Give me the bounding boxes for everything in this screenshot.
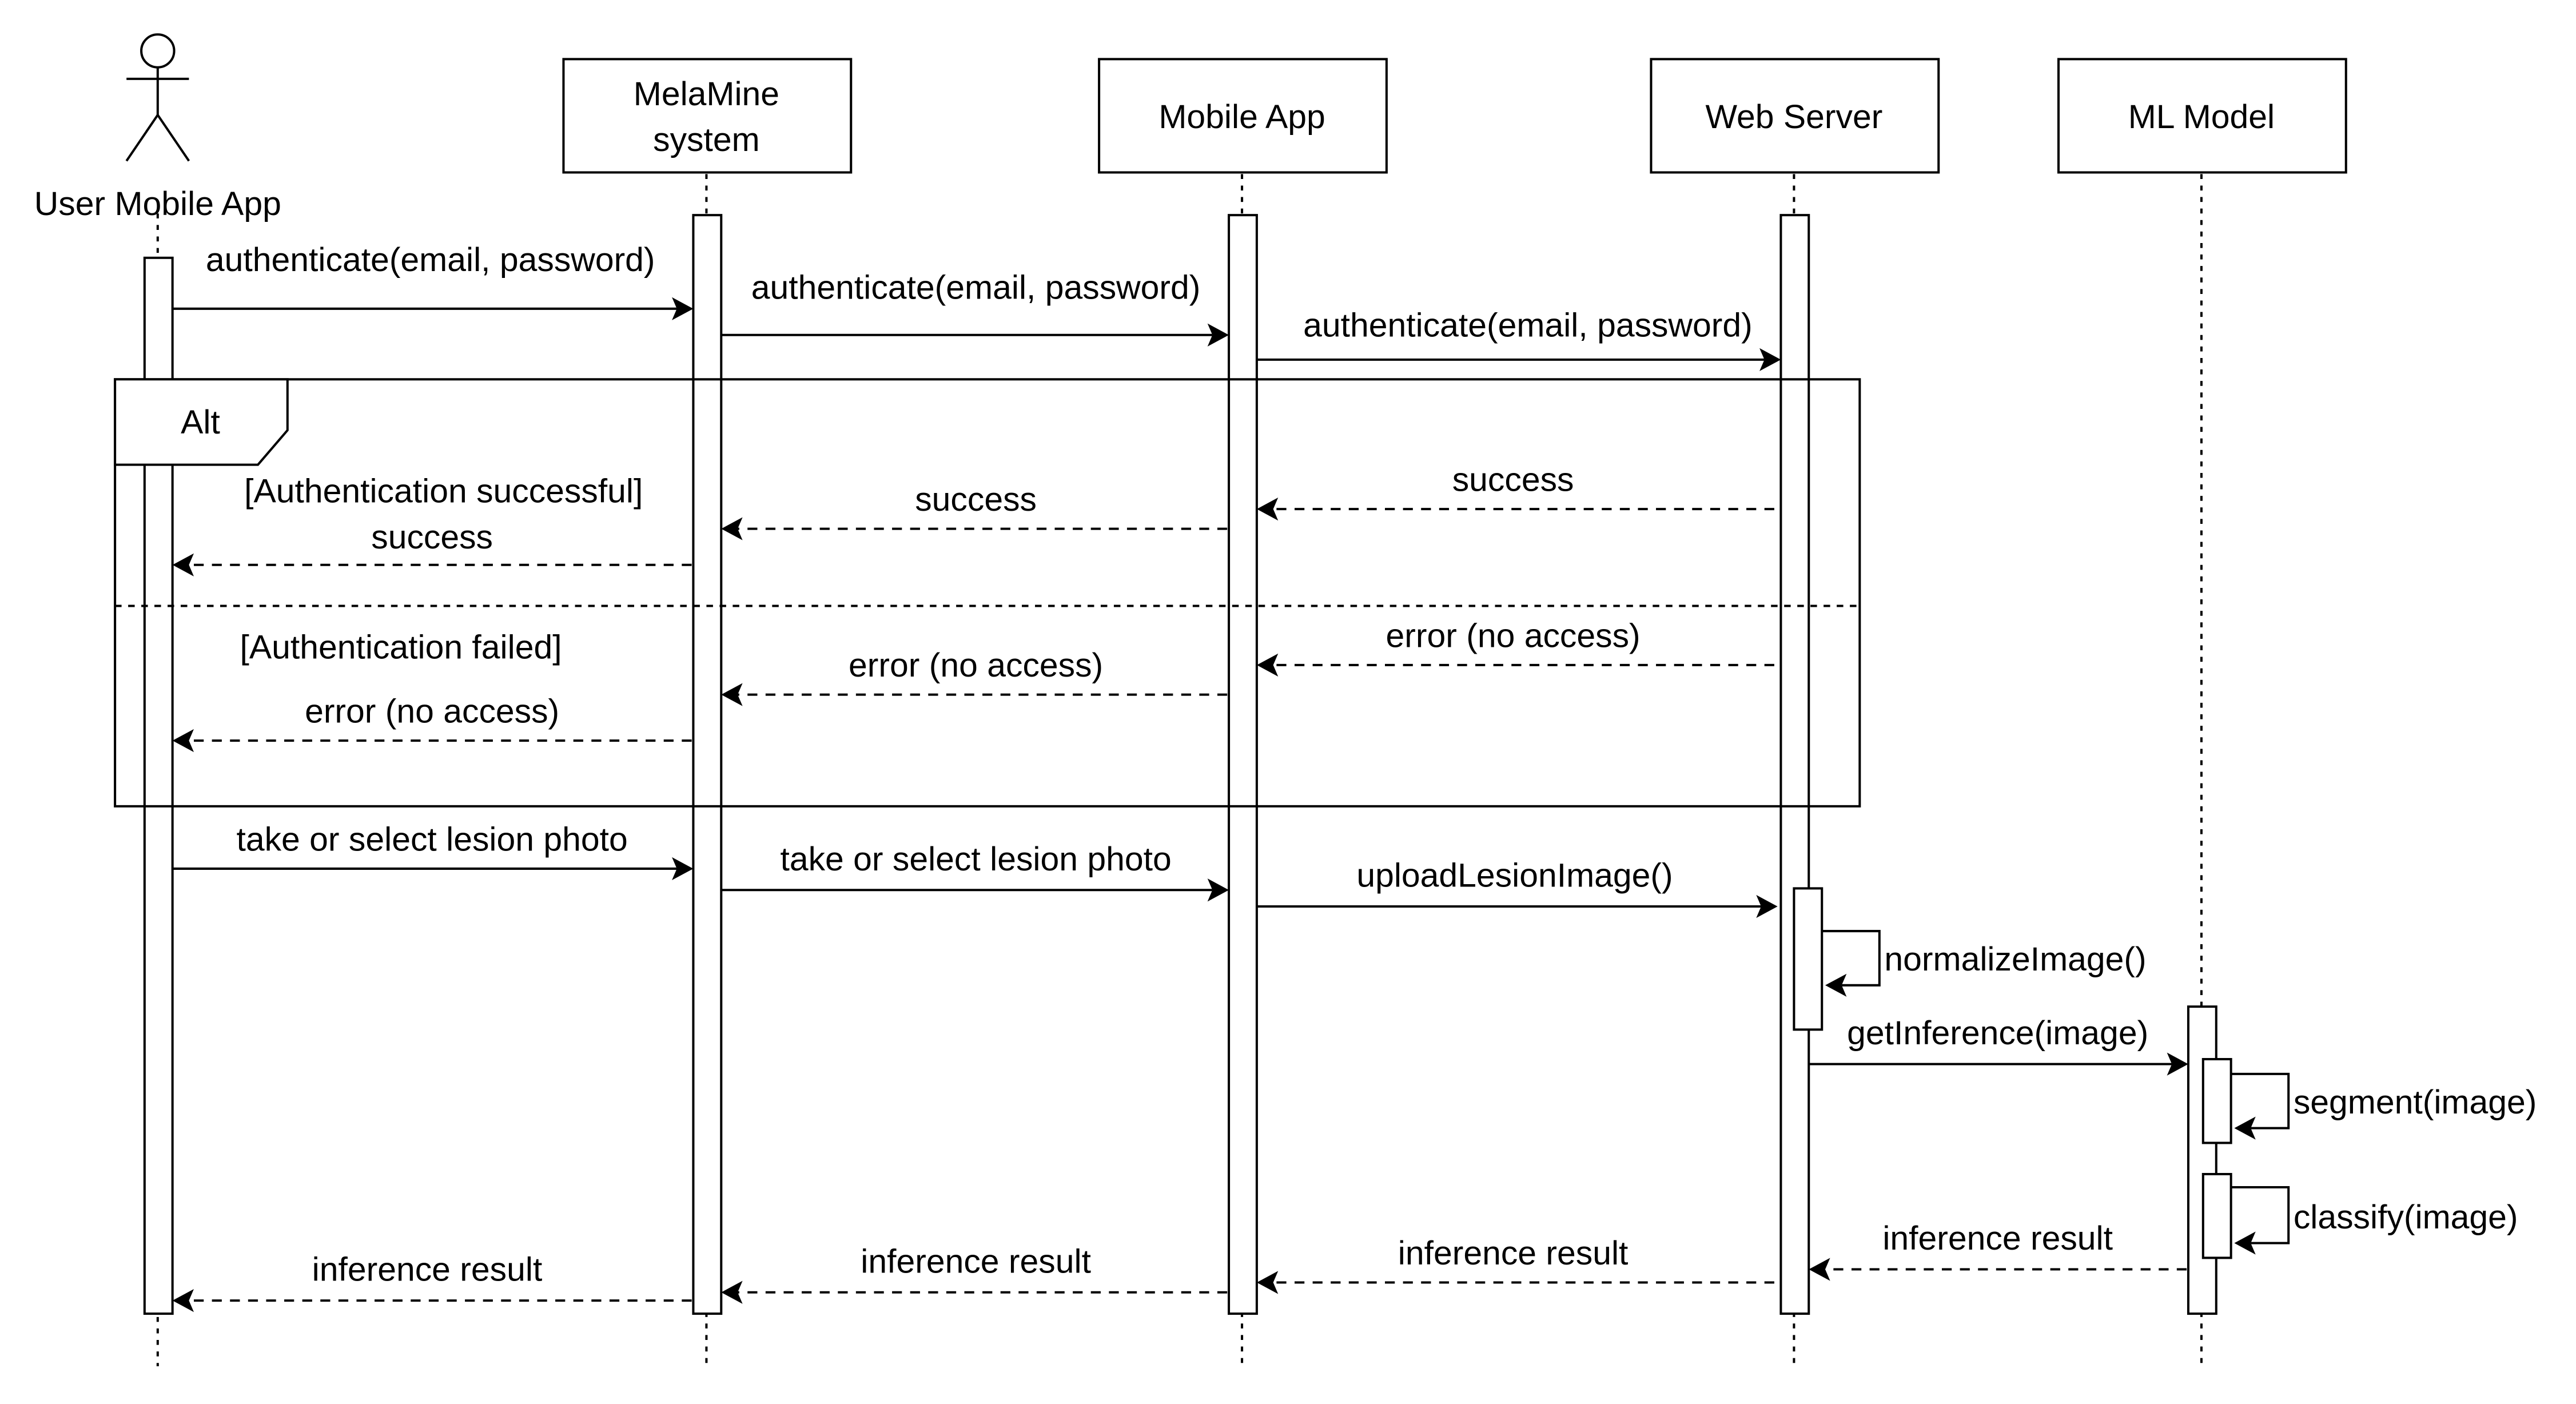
participant-mobile-label: Mobile App bbox=[1158, 98, 1325, 136]
activation-system bbox=[692, 214, 723, 1315]
alt-guard-failed: [Authentication failed] bbox=[240, 629, 562, 666]
ret-error-server-mobile-label: error (no access) bbox=[1386, 617, 1641, 654]
participant-mobile-box bbox=[1098, 58, 1388, 174]
ret-success-server-mobile-arrowhead bbox=[1256, 498, 1279, 521]
msg-photo-user-system-label: take or select lesion photo bbox=[237, 821, 628, 858]
alt-fragment-operator-tab bbox=[114, 378, 289, 466]
ret-success-mobile-system-arrowhead bbox=[721, 517, 743, 540]
ret-error-system-user-arrowhead bbox=[172, 729, 194, 753]
msg-photo-system-mobile-arrowhead bbox=[1207, 878, 1229, 902]
self-normalize-line bbox=[1822, 930, 1881, 987]
ret-inference-ml-server-label: inference result bbox=[1882, 1220, 2113, 1257]
activation-ml-segment bbox=[2201, 1058, 2232, 1144]
self-classify-label: classify(image) bbox=[2294, 1199, 2518, 1236]
self-segment-label: segment(image) bbox=[2294, 1084, 2537, 1121]
activation-ml bbox=[2187, 1005, 2217, 1315]
self-segment-line bbox=[2231, 1072, 2290, 1129]
ret-success-system-user-label: success bbox=[371, 519, 493, 556]
msg-getinference-server-ml-label: getInference(image) bbox=[1847, 1015, 2148, 1052]
alt-fragment-frame bbox=[114, 378, 1861, 808]
ret-inference-mobile-system-arrowhead bbox=[721, 1280, 743, 1304]
participant-system-label-line2: system bbox=[653, 121, 760, 158]
actor-label: User Mobile App bbox=[34, 185, 281, 222]
participant-server-box bbox=[1650, 58, 1940, 174]
participant-system-label-line1: MelaMine bbox=[634, 75, 779, 113]
msg-authenticate-system-mobile-label: authenticate(email, password) bbox=[751, 269, 1201, 307]
msg-getinference-server-ml-arrowhead bbox=[2167, 1052, 2188, 1076]
self-classify-line bbox=[2231, 1186, 2290, 1244]
ret-success-system-user-arrowhead bbox=[172, 553, 194, 576]
participant-ml-box bbox=[2057, 58, 2347, 174]
msg-authenticate-user-system-arrowhead bbox=[672, 297, 694, 320]
participant-ml-label: ML Model bbox=[2128, 98, 2275, 136]
msg-upload-mobile-server-arrowhead bbox=[1756, 894, 1778, 918]
alt-guard-success: [Authentication successful] bbox=[244, 473, 643, 510]
msg-authenticate-mobile-server-label: authenticate(email, password) bbox=[1303, 307, 1753, 344]
ret-inference-server-mobile-arrowhead bbox=[1256, 1271, 1279, 1294]
msg-authenticate-user-system-label: authenticate(email, password) bbox=[206, 241, 655, 279]
ret-inference-ml-server-arrowhead bbox=[1809, 1258, 1830, 1281]
msg-photo-user-system-arrowhead bbox=[672, 857, 694, 881]
participant-system-box bbox=[562, 58, 853, 174]
ret-inference-system-user-arrowhead bbox=[172, 1289, 194, 1312]
activation-mobile bbox=[1228, 214, 1258, 1315]
msg-photo-system-mobile-label: take or select lesion photo bbox=[780, 841, 1171, 878]
self-normalize-arrowhead bbox=[1825, 973, 1847, 997]
ret-error-server-mobile-arrowhead bbox=[1256, 653, 1279, 677]
activation-ml-classify bbox=[2201, 1173, 2232, 1259]
self-normalize-label: normalizeImage() bbox=[1884, 941, 2146, 978]
ret-error-mobile-system-arrowhead bbox=[721, 683, 743, 706]
ret-inference-server-mobile-label: inference result bbox=[1398, 1235, 1629, 1272]
ret-inference-mobile-system-label: inference result bbox=[861, 1243, 1091, 1280]
ret-error-system-user-label: error (no access) bbox=[305, 693, 559, 730]
ret-success-mobile-system-label: success bbox=[915, 481, 1037, 518]
self-segment-arrowhead bbox=[2234, 1116, 2256, 1140]
activation-server-normalize bbox=[1793, 887, 1823, 1031]
self-classify-arrowhead bbox=[2234, 1231, 2256, 1255]
msg-upload-mobile-server-label: uploadLesionImage() bbox=[1356, 857, 1673, 894]
alt-fragment-operator: Alt bbox=[181, 404, 220, 441]
msg-authenticate-mobile-server-arrowhead bbox=[1759, 348, 1781, 371]
activation-server bbox=[1779, 214, 1810, 1315]
ret-inference-system-user-label: inference result bbox=[312, 1251, 543, 1288]
ret-error-mobile-system-label: error (no access) bbox=[849, 647, 1103, 684]
actor-icon bbox=[125, 33, 190, 162]
ret-success-server-mobile-label: success bbox=[1452, 462, 1574, 499]
msg-authenticate-system-mobile-arrowhead bbox=[1207, 323, 1229, 347]
participant-server-label: Web Server bbox=[1705, 98, 1882, 136]
